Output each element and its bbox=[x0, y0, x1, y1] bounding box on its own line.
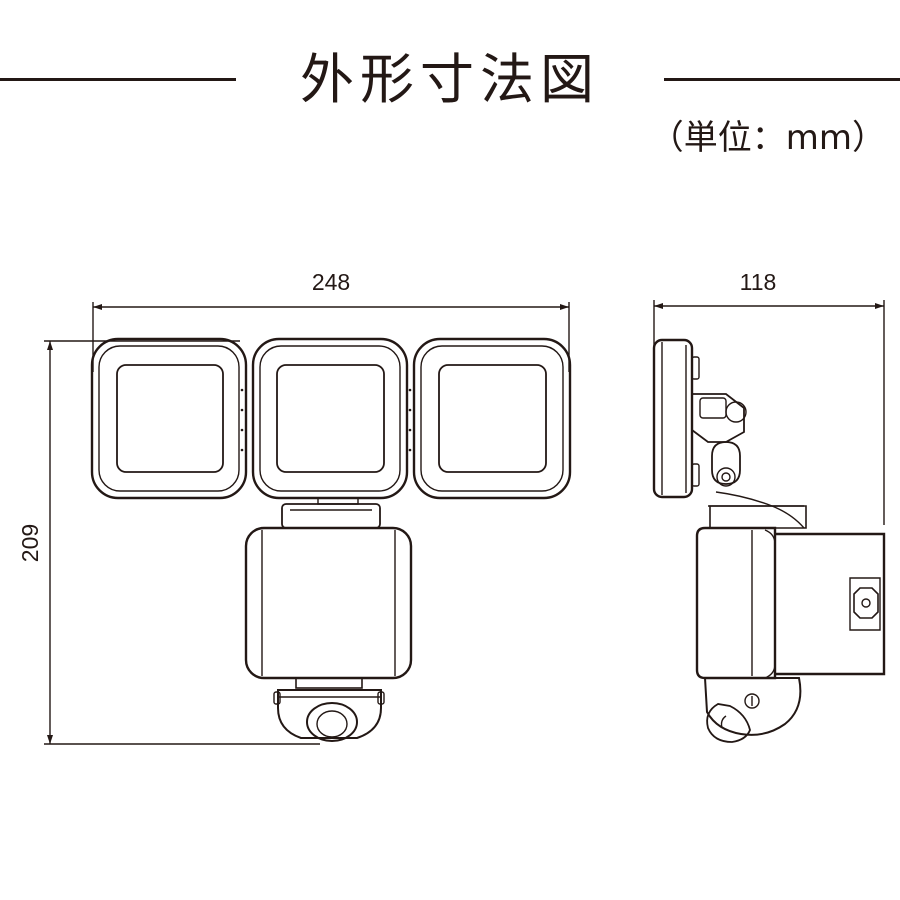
lamp-head-center bbox=[251, 337, 409, 500]
lamp-head-left bbox=[90, 337, 248, 500]
title-rule-right bbox=[664, 78, 900, 81]
front-body bbox=[244, 526, 413, 680]
width-dimension bbox=[92, 302, 570, 372]
page-title: 外形寸法図 bbox=[300, 48, 600, 111]
side-arm bbox=[691, 393, 805, 529]
depth-dimension bbox=[653, 300, 885, 525]
side-body bbox=[695, 505, 807, 680]
side-bracket bbox=[775, 532, 886, 676]
lamp-head-right bbox=[412, 337, 572, 500]
unit-note: （単位：mm） bbox=[649, 118, 886, 158]
width-label: 248 bbox=[312, 269, 350, 295]
front-neck bbox=[281, 498, 381, 529]
title-rule-left bbox=[0, 78, 236, 81]
side-view bbox=[652, 300, 886, 743]
front-view bbox=[44, 302, 572, 745]
height-dimension bbox=[44, 340, 320, 745]
depth-label: 118 bbox=[740, 269, 777, 295]
side-sensor bbox=[703, 677, 802, 743]
front-sensor bbox=[273, 677, 385, 742]
height-label: 209 bbox=[17, 524, 43, 562]
